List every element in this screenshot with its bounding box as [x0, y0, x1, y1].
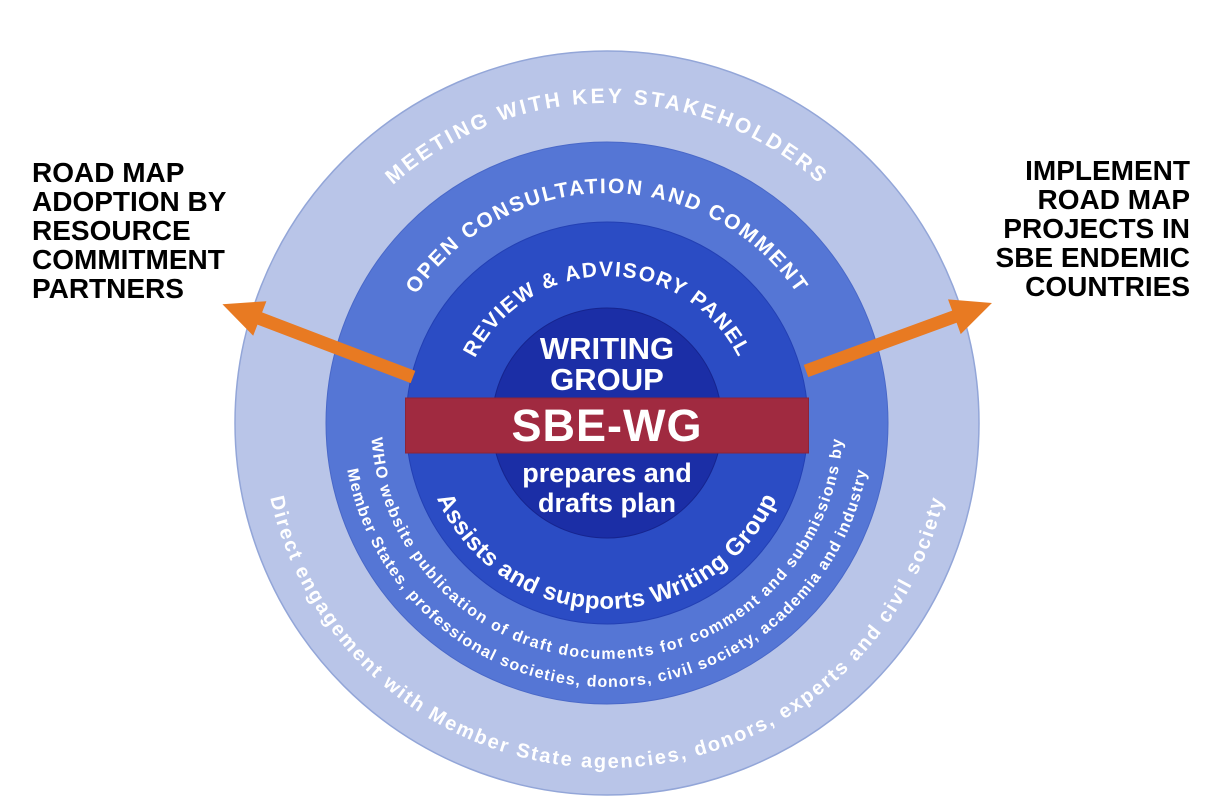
sbe-wg-banner: [405, 397, 809, 454]
road-map-adoption-line: COMMITMENT: [32, 244, 225, 275]
implement-road-map-line: PROJECTS IN: [1003, 213, 1190, 244]
implement-road-map-line: ROAD MAP: [1037, 184, 1190, 215]
writing-group-title-line1: WRITING: [540, 331, 674, 366]
implement-road-map-line: SBE ENDEMIC: [995, 242, 1190, 273]
sbe-wg-banner-label: SBE-WG: [512, 400, 703, 451]
implement-road-map-label: IMPLEMENT ROAD MAP PROJECTS IN SBE ENDEM…: [996, 156, 1190, 301]
core-subtitle-line2: drafts plan: [538, 488, 676, 518]
implement-road-map-line: IMPLEMENT: [1025, 155, 1190, 186]
implement-road-map-line: COUNTRIES: [1025, 271, 1190, 302]
road-map-adoption-line: RESOURCE: [32, 215, 191, 246]
right-arrow: [803, 299, 992, 378]
road-map-adoption-label: ROAD MAP ADOPTION BY RESOURCE COMMITMENT…: [32, 158, 226, 303]
left-arrow: [222, 301, 416, 384]
core-subtitle-line1: prepares and: [522, 458, 692, 488]
road-map-adoption-line: ADOPTION BY: [32, 186, 227, 217]
road-map-adoption-line: PARTNERS: [32, 273, 184, 304]
road-map-adoption-line: ROAD MAP: [32, 157, 185, 188]
writing-group-title-line2: GROUP: [550, 362, 664, 397]
